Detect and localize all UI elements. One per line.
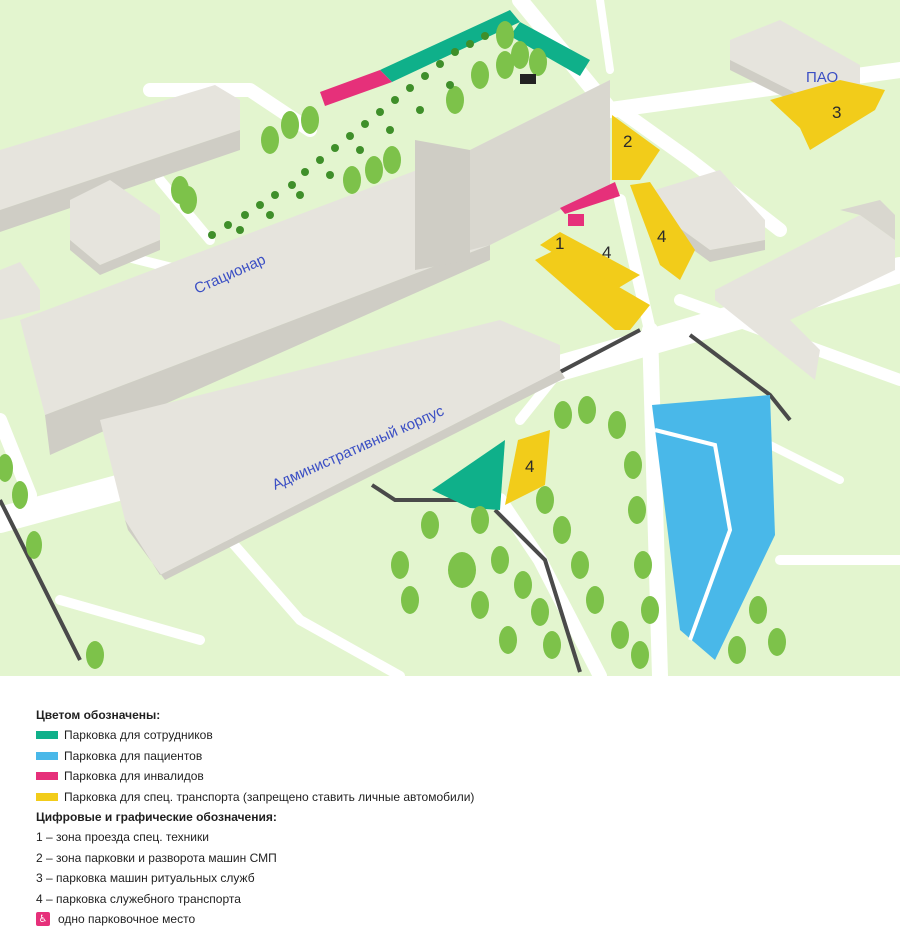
legend-item-special: Парковка для спец. транспорта (запрещено… — [36, 787, 876, 808]
legend-symbol-4: 4 – парковка служебного транспорта — [36, 889, 876, 910]
legend-item-disabled: Парковка для инвалидов — [36, 766, 876, 787]
buildings — [0, 20, 895, 580]
legend-symbol-2: 2 – зона парковки и разворота машин СМП — [36, 848, 876, 869]
legend-item-staff: Парковка для сотрудников — [36, 725, 876, 746]
parking-special — [505, 80, 885, 505]
building-pao — [730, 20, 860, 100]
legend-color-heading: Цветом обозначены: — [36, 708, 161, 722]
label-pao: ПАО — [806, 69, 838, 86]
legend-label: Парковка для сотрудников — [64, 728, 213, 743]
marker-flag-icon — [520, 74, 536, 84]
zone-number-2: 2 — [623, 132, 632, 151]
zone-number-4c: 4 — [525, 457, 534, 476]
legend-symbol-text: 2 – зона парковки и разворота машин СМП — [36, 850, 277, 865]
trees — [0, 21, 786, 669]
zone-number-3: 3 — [832, 103, 841, 122]
wheelchair-icon: ♿ — [36, 912, 50, 927]
parking-disabled — [320, 70, 620, 226]
special-swatch — [36, 792, 58, 801]
patients-swatch — [36, 751, 58, 760]
legend-wheelchair: ♿ одно парковочное место — [36, 909, 876, 930]
legend-symbol-1: 1 – зона проезда спец. техники — [36, 827, 876, 848]
legend-label: Парковка для инвалидов — [64, 769, 204, 784]
parking-staff — [380, 10, 590, 510]
legend-symbols-heading: Цифровые и графические обозначения: — [36, 810, 277, 824]
legend-item-patients: Парковка для пациентов — [36, 746, 876, 767]
legend-symbol-text: 1 – зона проезда спец. техники — [36, 830, 209, 845]
legend-symbol-text: 3 – парковка машин ритуальных служб — [36, 871, 255, 886]
building-admin — [100, 320, 560, 575]
legend-symbol-text: одно парковочное место — [58, 912, 196, 927]
legend: Цветом обозначены: Парковка для сотрудни… — [36, 705, 876, 930]
zone-number-4a: 4 — [602, 243, 611, 262]
legend-label: Парковка для спец. транспорта (запрещено… — [64, 789, 475, 804]
parking-patients — [652, 395, 775, 660]
legend-label: Парковка для пациентов — [64, 748, 203, 763]
campus-map: Стационар Административный корпус ПАО 1 … — [0, 0, 900, 676]
legend-symbol-text: 4 – парковка служебного транспорта — [36, 891, 241, 906]
zone-number-4b: 4 — [657, 227, 666, 246]
staff-swatch — [36, 731, 58, 740]
zone-number-1: 1 — [555, 234, 564, 253]
small-trees — [208, 32, 489, 239]
disabled-swatch — [36, 772, 58, 781]
legend-symbol-3: 3 – парковка машин ритуальных служб — [36, 868, 876, 889]
